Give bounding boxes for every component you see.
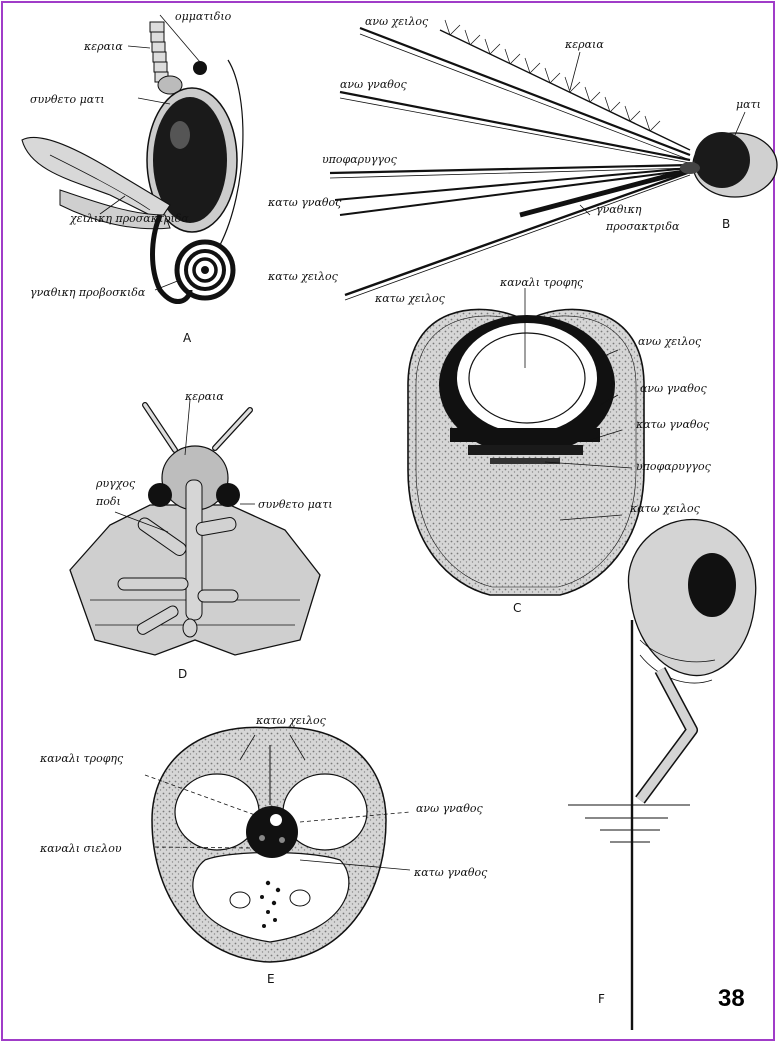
stylet-bundle-e <box>246 806 298 858</box>
panel-letter-a: A <box>183 331 192 345</box>
panel-a: κεραια ομματιδιο συνθετο ματι χειλικη πρ… <box>22 10 243 345</box>
label-a-ommatidium: ομματιδιο <box>175 10 232 23</box>
panel-letter-e: E <box>267 972 275 986</box>
antenna-a <box>150 22 182 94</box>
label-a-labial-palp: χειλικη προσακτριδα <box>69 212 189 225</box>
label-c-upper-jaw: ανω γναθος <box>640 382 708 395</box>
label-d-proboscis: ρυγχος <box>95 477 136 490</box>
panel-letter-b: B <box>722 217 730 231</box>
food-canal-c <box>457 323 597 433</box>
panel-letter-f: F <box>598 992 605 1006</box>
page-number: 38 <box>718 985 745 1012</box>
label-d-antenna: κεραια <box>184 390 224 403</box>
label-d-compound-eye: συνθετο ματι <box>258 498 333 511</box>
label-b-maxillary-palp-2: προσακτριδα <box>605 220 680 233</box>
label-e-upper-jaw: ανω γναθος <box>416 802 484 815</box>
label-c-lower-jaw: κατω γναθος <box>635 418 710 431</box>
lower-jaw-bar-c <box>468 445 583 455</box>
label-b-upper-lip: ανω χειλος <box>365 15 429 28</box>
stylet-base <box>680 162 700 174</box>
panel-e: κατω χειλος καναλι τροφης ανω γναθος καν… <box>39 714 488 986</box>
ommatidium-dot <box>193 61 207 75</box>
label-e-lower-lip: κατω χειλος <box>255 714 327 727</box>
label-e-saliva-canal: καναλι σιελου <box>39 842 122 855</box>
panel-b: ανω χειλος κεραια ανω γναθος ματι υποφαρ… <box>267 15 777 300</box>
panel-d: κεραια ρυγχος ποδι συνθετο ματι D <box>70 390 333 681</box>
label-b-hypopharynx: υποφαρυγγος <box>322 153 398 166</box>
label-c-food-canal: καναλι τροφης <box>499 276 584 289</box>
label-a-compound-eye: συνθετο ματι <box>30 93 105 106</box>
surface-lines-f <box>568 805 690 842</box>
eye-b <box>694 132 750 188</box>
eye-highlight <box>170 121 190 149</box>
label-e-food-canal: καναλι τροφης <box>39 752 124 765</box>
label-a-maxillary-proboscis: γναθικη προβοσκιδα <box>30 286 146 299</box>
label-e-lower-jaw: κατω γναθος <box>413 866 488 879</box>
label-c-lower-lip-top: κατω χειλος <box>374 292 446 305</box>
label-b-lower-lip: κατω χειλος <box>267 270 339 283</box>
label-b-eye: ματι <box>736 98 761 111</box>
panel-letter-d: D <box>178 667 187 681</box>
label-b-antenna: κεραια <box>564 38 604 51</box>
label-b-lower-jaw: κατω γναθος <box>267 196 342 209</box>
eye-d-right <box>216 483 240 507</box>
label-c-hypopharynx: υποφαρυγγος <box>636 460 712 473</box>
label-a-antenna: κεραια <box>83 40 123 53</box>
hypopharynx-c <box>490 458 560 464</box>
label-c-lower-lip: κατω χειλος <box>629 502 701 515</box>
label-d-leg: ποδι <box>95 495 121 508</box>
upper-jaw-bar-c <box>450 428 600 442</box>
eye-f <box>688 553 736 617</box>
label-b-maxillary-palp-1: γναθικη <box>596 203 642 216</box>
panel-f: F <box>568 520 756 1030</box>
panel-letter-c: C <box>513 601 521 615</box>
label-b-upper-jaw: ανω γναθος <box>340 78 408 91</box>
eye-d-left <box>148 483 172 507</box>
label-c-upper-lip: ανω χειλος <box>638 335 702 348</box>
